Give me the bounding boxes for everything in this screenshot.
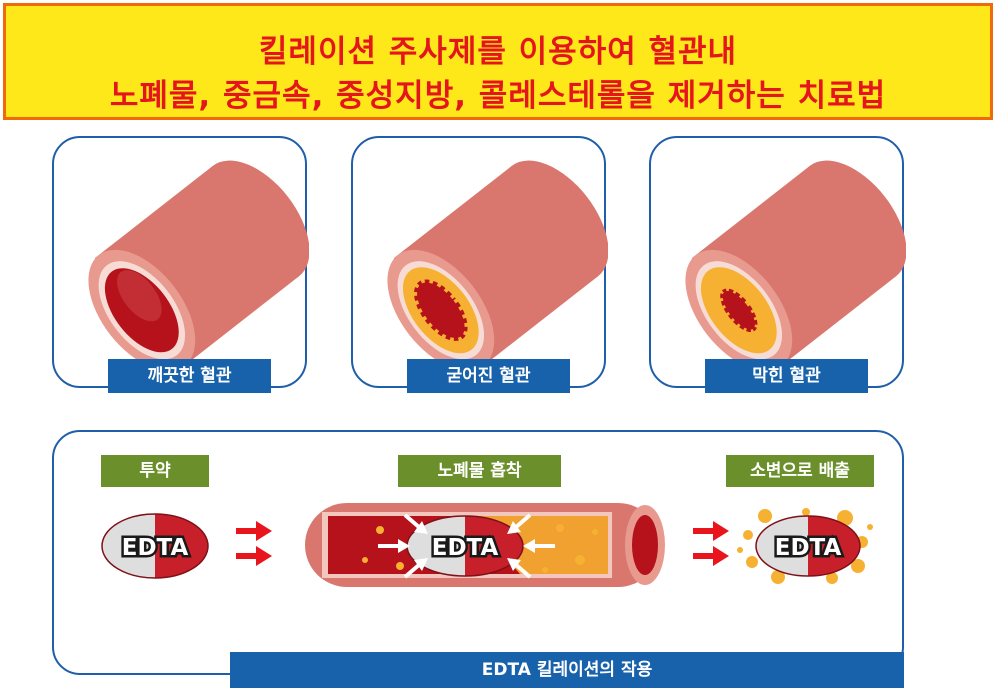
title-banner: 킬레이션 주사제를 이용하여 혈관내 노폐물, 중금속, 중성지방, 콜레스테롤… — [3, 3, 993, 120]
clean-vessel-illustration — [88, 160, 309, 371]
title-line-1: 킬레이션 주사제를 이용하여 혈관내 — [258, 34, 738, 70]
label-clean-vessel: 깨끗한 혈관 — [108, 359, 271, 393]
blood-lumen — [411, 276, 471, 344]
hardened-vessel-illustration — [387, 160, 608, 371]
vessel-panel-clean — [52, 136, 309, 388]
vessel-panel-blocked — [649, 136, 906, 388]
title-line-2: 노폐물, 중금속, 중성지방, 콜레스테롤을 제거하는 치료법 — [109, 78, 887, 114]
step-excrete: 소변으로 배출 — [726, 455, 874, 487]
blocked-vessel-illustration — [685, 160, 906, 371]
vessel-panel-hardened — [351, 136, 608, 388]
step-adsorb: 노폐물 흡착 — [398, 455, 561, 487]
label-hardened-vessel: 굳어진 혈관 — [407, 359, 570, 393]
blood-lumen — [717, 285, 760, 335]
label-blocked-vessel: 막힌 혈관 — [705, 359, 868, 393]
step-administer: 투약 — [101, 455, 209, 487]
process-caption: EDTA 킬레이션의 작용 — [230, 652, 904, 688]
